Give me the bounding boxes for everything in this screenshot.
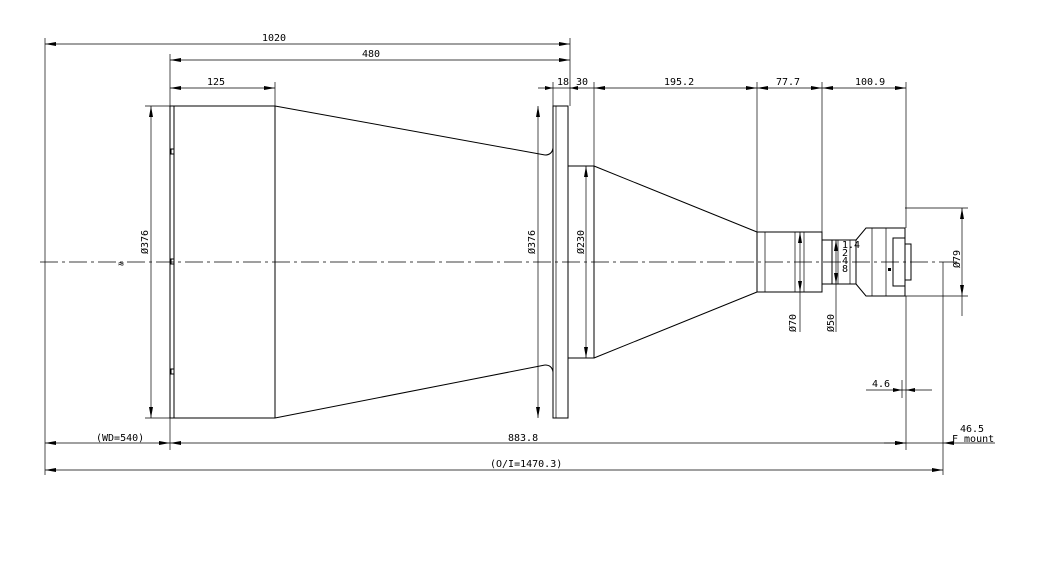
- svg-text:883.8: 883.8: [508, 433, 538, 444]
- svg-text:195.2: 195.2: [664, 77, 694, 88]
- dim-diameter-mid: Ø70: [787, 232, 802, 332]
- dim-diameter-iris: Ø50: [825, 240, 838, 332]
- svg-text:8: 8: [842, 264, 848, 275]
- dim-30: 30: [570, 77, 594, 89]
- dim-195-2: 195.2: [594, 77, 757, 90]
- dim-125: 125: [170, 77, 275, 90]
- dim-object-to-image: (O/I=1470.3): [45, 459, 943, 472]
- svg-text:18: 18: [557, 77, 569, 88]
- svg-text:Ø79: Ø79: [951, 250, 963, 268]
- svg-text:Ø376: Ø376: [526, 230, 538, 254]
- svg-text:4: 4: [842, 256, 848, 267]
- svg-text:F mount: F mount: [952, 434, 994, 445]
- dim-100-9: 100.9: [822, 77, 906, 90]
- svg-text:1020: 1020: [262, 33, 286, 44]
- dim-77-7: 77.7: [757, 77, 822, 90]
- rear-section: [855, 227, 912, 297]
- svg-text:77.7: 77.7: [776, 77, 800, 88]
- svg-text:30: 30: [576, 77, 588, 88]
- svg-text:125: 125: [207, 77, 225, 88]
- svg-text:Ø70: Ø70: [787, 314, 799, 332]
- rear-cone: [593, 165, 758, 359]
- svg-text:(O/I=1470.3): (O/I=1470.3): [490, 459, 562, 470]
- svg-text:4.6: 4.6: [872, 379, 890, 390]
- dim-diameter-neck: Ø230: [575, 166, 588, 358]
- svg-text:1.4: 1.4: [842, 240, 860, 251]
- dim-diameter-front: Ø376: [139, 106, 153, 418]
- svg-text:2: 2: [842, 248, 848, 259]
- dim-working-distance: (WD=540): [45, 433, 170, 445]
- break-symbol: ≈: [118, 259, 124, 270]
- dim-diameter-rear: Ø79: [951, 208, 964, 316]
- svg-text:Ø50: Ø50: [825, 314, 837, 332]
- dim-4-6: 4.6: [866, 379, 932, 398]
- extension-lines: [44, 38, 968, 475]
- svg-text:100.9: 100.9: [855, 77, 885, 88]
- dim-flange-focal: 46.5 F mount: [884, 424, 995, 445]
- svg-text:46.5: 46.5: [960, 424, 984, 435]
- dim-480: 480: [170, 49, 570, 62]
- iris-section: 1.4 2 4 8: [831, 239, 860, 285]
- svg-text:Ø376: Ø376: [139, 230, 151, 254]
- dim-1020: 1020: [45, 33, 570, 46]
- dim-lens-length: 883.8: [170, 433, 906, 445]
- svg-text:480: 480: [362, 49, 380, 60]
- front-barrel: [169, 105, 276, 419]
- svg-text:(WD=540): (WD=540): [96, 433, 144, 444]
- dim-diameter-flange: Ø376: [526, 106, 540, 418]
- svg-text:Ø230: Ø230: [575, 230, 587, 254]
- neck-section: [567, 165, 595, 359]
